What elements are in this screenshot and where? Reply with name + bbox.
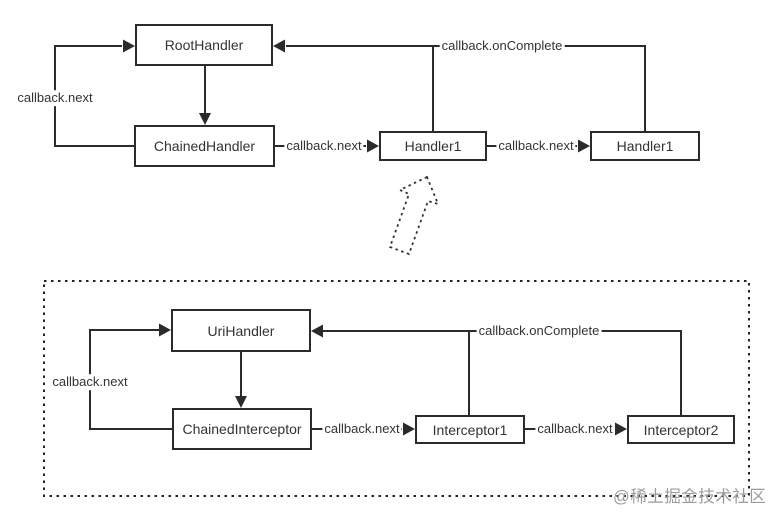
node-roothandler: RootHandler (135, 24, 273, 66)
edge-interceptor2-oncomplete-to-uri (323, 330, 682, 415)
arrowhead-left-urihandler (311, 324, 323, 338)
arrowhead-down-chainedhandler (199, 113, 211, 125)
node-urihandler: UriHandler (171, 309, 311, 352)
arrowhead-right-handler1b (578, 139, 590, 153)
dotted-zoom-arrow (388, 175, 440, 256)
arrowhead-right-interceptor1 (403, 422, 415, 436)
node-interceptor1: Interceptor1 (415, 415, 525, 444)
node-interceptor2: Interceptor2 (627, 415, 735, 444)
edge-label-callback-oncomplete-bottom: callback.onComplete (476, 323, 602, 339)
edge-label-callback-next-loop-bottom: callback.next (50, 374, 130, 390)
edge-handler1b-oncomplete-to-root (286, 45, 646, 131)
arrowheads (123, 39, 627, 436)
connector-lines (54, 45, 682, 430)
watermark-text: @稀土掘金技术社区 (613, 488, 767, 506)
edge-label-callback-next-loop-top: callback.next (15, 90, 95, 106)
arrowhead-down-chainedinterceptor (235, 396, 247, 408)
edge-label-callback-next-1-bottom: callback.next (322, 421, 402, 437)
edge-label-callback-next-1-top: callback.next (284, 138, 364, 154)
dotted-container-border (43, 280, 750, 497)
arrowhead-right-handler1a (367, 139, 379, 153)
edge-label-callback-next-2-bottom: callback.next (535, 421, 615, 437)
edge-label-callback-oncomplete-top: callback.onComplete (439, 38, 565, 54)
node-handler1-a: Handler1 (379, 131, 487, 161)
node-chainedinterceptor: ChainedInterceptor (172, 408, 312, 450)
arrowhead-right-roothandler (123, 39, 135, 53)
node-chainedhandler: ChainedHandler (134, 125, 275, 167)
arrowhead-right-interceptor2 (615, 422, 627, 436)
node-handler1-b: Handler1 (590, 131, 700, 161)
arrowhead-right-urihandler (159, 323, 171, 337)
edge-label-callback-next-2-top: callback.next (496, 138, 576, 154)
arrowhead-left-roothandler (273, 39, 285, 53)
